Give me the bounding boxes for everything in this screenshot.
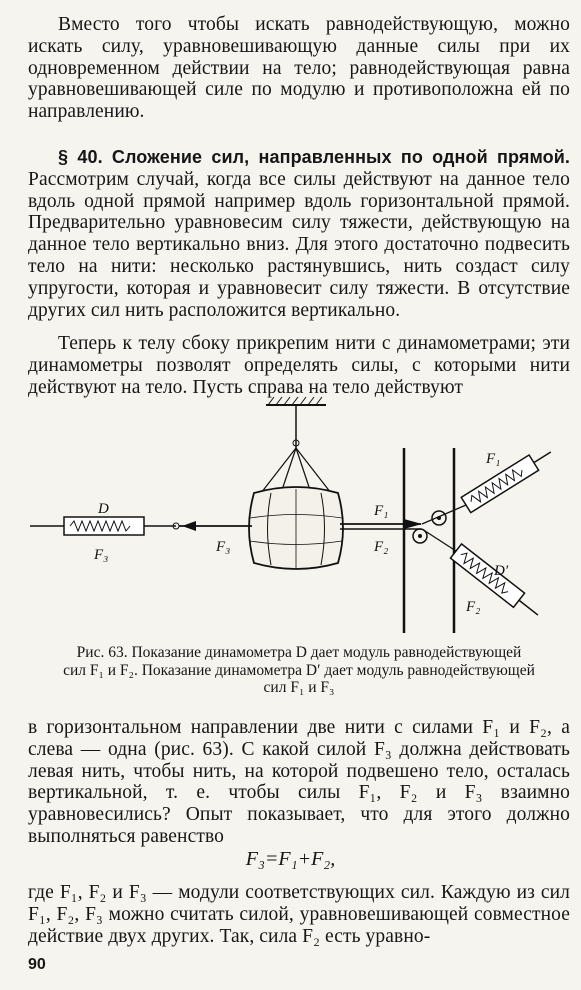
dynamometer-upper-right xyxy=(421,451,552,525)
pulley-lower xyxy=(412,528,428,544)
label-f3-arrow: F₃ xyxy=(215,539,230,555)
paragraph-text: в горизонтальном направлении две нити с … xyxy=(28,717,570,847)
caption-line-1: Рис. 63. Показание динамометра D дает мо… xyxy=(76,644,522,661)
figure-caption: Рис. 63. Показание динамометра D дает мо… xyxy=(28,644,570,697)
pulley-upper xyxy=(431,510,447,526)
label-f1-dynamometer: F₁ xyxy=(485,451,500,467)
formula-f3: F₃=F₁+F₂, xyxy=(245,848,336,870)
suspended-body xyxy=(248,486,344,570)
page-number: 90 xyxy=(28,956,46,973)
label-f3-dynamometer: F₃ xyxy=(93,547,108,563)
label-dynamometer-d-prime: D′ xyxy=(493,563,509,579)
paragraph-forces: в горизонтальном направлении две нити с … xyxy=(28,717,570,848)
label-f2-dynamometer: F₂ xyxy=(465,599,480,615)
section-title: § 40. Сложение сил, направленных по одно… xyxy=(58,147,570,167)
paragraph-section-40: § 40. Сложение сил, направленных по одно… xyxy=(28,147,570,321)
arrow-f1-f2 xyxy=(340,519,422,530)
paragraph-text: Теперь к телу сбоку прикрепим нити с дин… xyxy=(28,333,570,398)
net-strings xyxy=(260,447,332,494)
ceiling-mount xyxy=(266,396,326,406)
dynamometer-left xyxy=(30,516,180,536)
arrow-f3 xyxy=(179,521,252,531)
caption-line-3: сил F₁ и F₃ xyxy=(263,679,335,696)
label-f1-arrow: F₁ xyxy=(373,503,388,519)
dynamometer-lower-right xyxy=(421,528,539,616)
figure-63-diagram: D F₃ F₃ F₁ F₂ xyxy=(30,396,552,633)
paragraph-text: где F₁, F₂ и F₃ — модули соответствующих… xyxy=(28,882,570,947)
paragraph-moduli: где F₁, F₂ и F₃ — модули соответствующих… xyxy=(28,882,570,947)
label-f2-arrow: F₂ xyxy=(373,539,388,555)
paragraph-equilibrant: Вместо того чтобы искать равнодействующу… xyxy=(28,14,570,123)
hook xyxy=(292,439,300,447)
label-dynamometer-d: D xyxy=(97,501,109,517)
paragraph-text: Вместо того чтобы искать равнодействующу… xyxy=(28,14,570,123)
paragraph-text: Рассмотрим случай, когда все силы действ… xyxy=(28,168,570,321)
caption-line-2: сил F₁ и F₂. Показание динамометра D′ да… xyxy=(63,661,535,679)
paragraph-dynamometers: Теперь к телу сбоку прикрепим нити с дин… xyxy=(28,333,570,398)
